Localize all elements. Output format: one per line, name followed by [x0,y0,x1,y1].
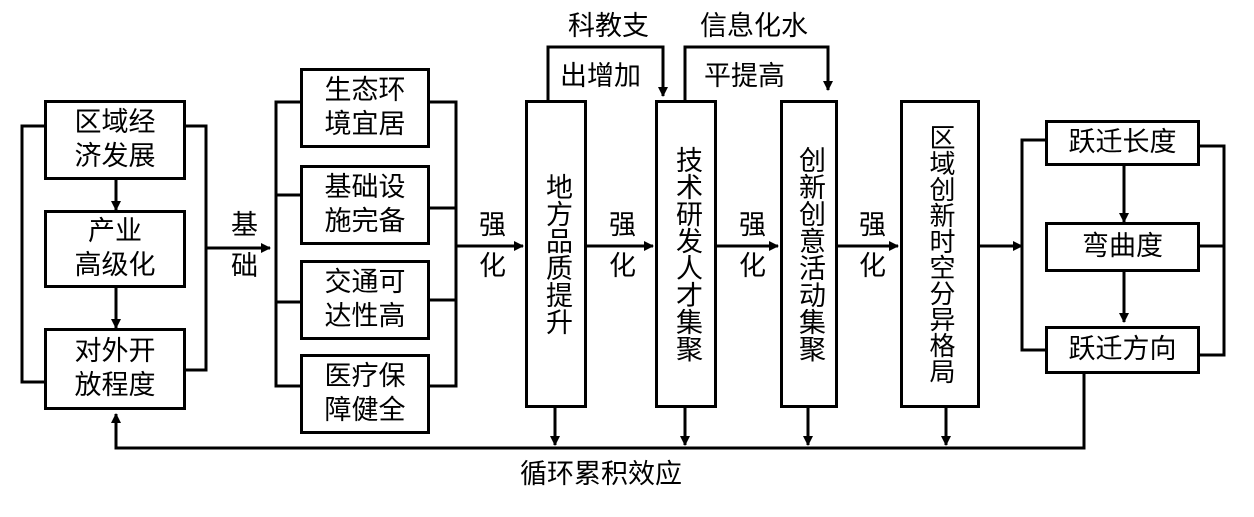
curvature-box: 弯曲度 [1045,222,1200,272]
right-right-bracket [1200,144,1226,357]
talent-cluster-box: 技术研发人才集聚 [655,100,717,408]
spatial-pattern-box: 区域创新时空分异格局 [900,100,980,408]
jump-direction-box: 跃迁方向 [1045,326,1200,374]
informatization-input-line1: 信息化水 [700,11,808,42]
economic-development-box: 区域经 济发展 [44,100,186,180]
strengthen-label-3: 强化 [734,210,765,292]
right-left-bracket [1020,138,1045,352]
strengthen-label-4: 强化 [854,210,885,292]
col1-left-bracket [20,124,44,384]
education-input-line2: 出增加 [560,61,641,92]
col2-right-bracket [430,100,458,388]
transport-box: 交通可 达性高 [300,260,430,340]
ecology-box: 生态环 境宜居 [300,68,430,148]
infrastructure-box: 基础设 施完备 [300,165,430,245]
informatization-input-line2: 平提高 [704,61,785,92]
strengthen-label-1: 强化 [474,210,505,292]
place-quality-box: 地方品质提升 [525,100,587,408]
openness-box: 对外开 放程度 [44,328,186,410]
education-input-line1: 科教支 [568,11,649,42]
col1-right-bracket [186,124,208,372]
strengthen-label-2: 强化 [604,210,635,292]
col2-left-bracket [274,100,300,388]
cumulative-effect-label: 循环累积效应 [520,459,682,490]
base-label: 基础 [226,210,257,292]
industry-upgrade-box: 产业 高级化 [44,210,186,288]
innovation-cluster-box: 创新创意活动集聚 [780,100,838,408]
jump-length-box: 跃迁长度 [1045,120,1200,166]
medical-box: 医疗保 障健全 [300,354,430,434]
